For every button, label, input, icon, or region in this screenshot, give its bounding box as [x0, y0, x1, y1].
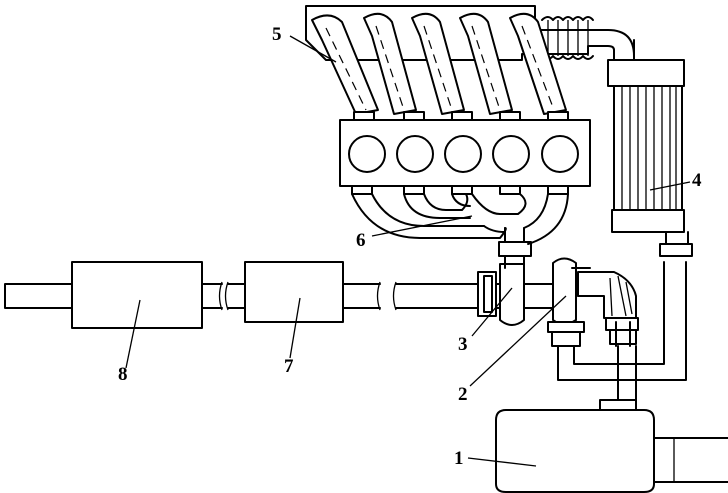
label-6: 6	[356, 230, 366, 251]
label-4: 4	[692, 170, 702, 191]
label-2: 2	[458, 384, 468, 405]
label-5: 5	[272, 24, 282, 45]
label-7: 7	[284, 356, 294, 377]
turbocharger-icon	[477, 257, 639, 347]
leader-lines	[125, 35, 691, 467]
label-1: 1	[454, 448, 464, 469]
label-3: 3	[458, 334, 468, 355]
muffler-8	[71, 261, 203, 329]
air-filter-icon	[495, 409, 728, 493]
engine-block-icon	[339, 111, 591, 187]
exhaust-manifold-icon	[351, 185, 569, 245]
exhaust-pipe	[4, 281, 479, 311]
muffler-7	[244, 261, 344, 323]
label-8: 8	[118, 364, 128, 385]
intercooler-icon	[607, 39, 685, 233]
muffler-icon	[71, 261, 344, 329]
intake-manifold-icon	[305, 5, 635, 115]
